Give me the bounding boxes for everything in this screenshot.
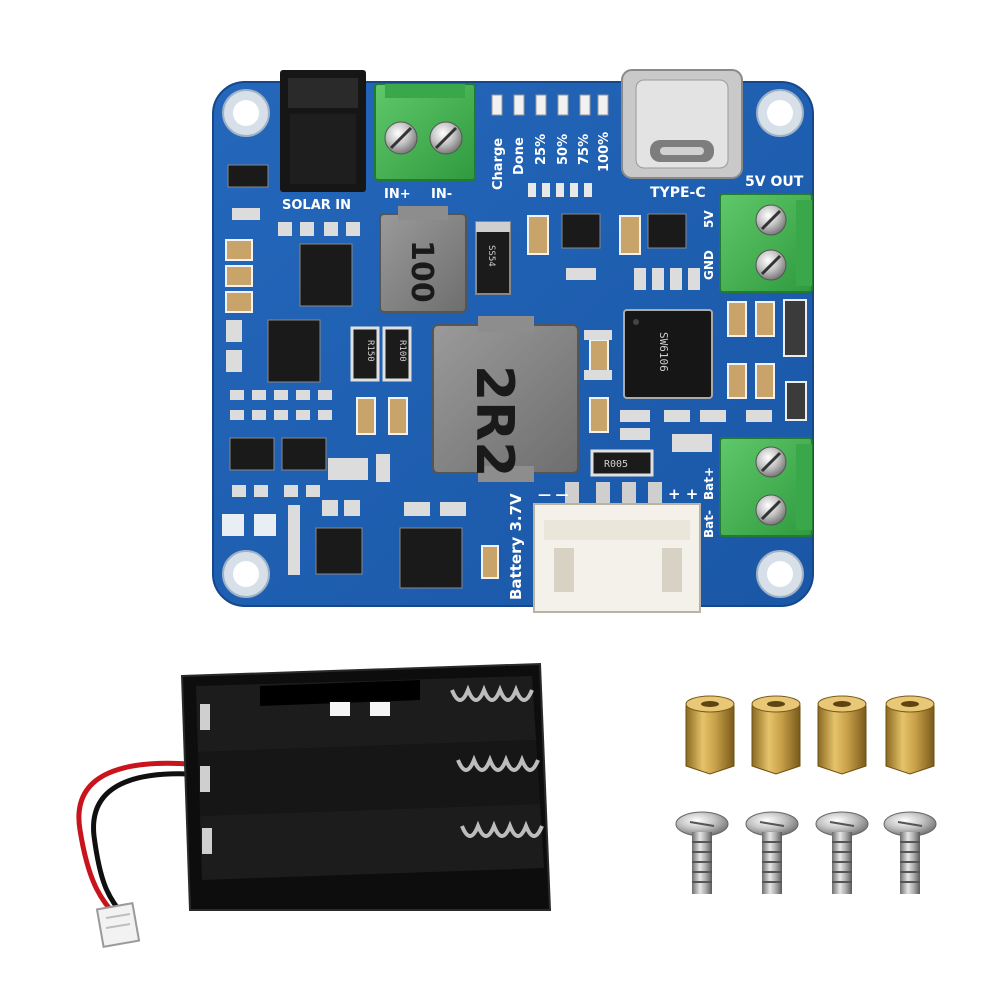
resistor [350, 326, 654, 477]
screw-icon [883, 811, 937, 894]
diode-marking: SS54 [486, 245, 496, 267]
battery-holder [76, 662, 552, 948]
in-plus-label: IN+ [384, 187, 411, 202]
input-terminal-block [374, 83, 476, 181]
battery-label: Battery 3.7V [507, 493, 525, 600]
solar-dc-jack [280, 70, 366, 192]
led-label-25: 25% [534, 134, 549, 165]
screw-icon [745, 811, 799, 894]
main-ic [623, 309, 713, 399]
standoff-icon [817, 695, 867, 775]
ic-chip [227, 164, 687, 589]
type-c-label: TYPE-C [650, 185, 706, 201]
resistor-r150: R150 [365, 340, 375, 362]
mounting-hole-icon [756, 89, 804, 137]
battery-plus-marks: + + [668, 485, 698, 503]
battery-minus-marks: — — [538, 488, 569, 503]
in-minus-label: IN- [431, 187, 452, 202]
screw-icon [675, 811, 729, 894]
red-wire [76, 760, 191, 920]
mounting-hole-icon [222, 89, 270, 137]
battery-terminal-block [719, 437, 813, 537]
black-wire [91, 771, 191, 918]
standoff-icon [885, 695, 935, 775]
5v-out-label: 5V OUT [745, 174, 804, 190]
inductor-small [379, 206, 467, 313]
pcb-board: SOLAR IN IN+ IN- Charge Done 25% 50% 75%… [212, 69, 814, 613]
screw-icon [815, 811, 869, 894]
main-ic-marking: SW6106 [657, 332, 670, 372]
battery-contact [200, 704, 212, 854]
capacitor-dark [783, 299, 807, 421]
diode [475, 221, 511, 295]
led-label-50: 50% [556, 134, 571, 165]
bat-minus-label: Bat- [702, 510, 716, 538]
battery-jst-connector [533, 482, 701, 613]
solar-in-label: SOLAR IN [282, 198, 351, 213]
standoff-icon [685, 695, 735, 775]
led-label-charge: Charge [491, 138, 506, 190]
5v-pin-label: 5V [702, 210, 716, 228]
wire-connector [95, 902, 141, 948]
mounting-hole-icon [756, 550, 804, 598]
smd-components [222, 208, 772, 575]
led-label-75: 75% [577, 134, 592, 165]
inductor-small-marking: 100 [404, 240, 439, 303]
capacitor [225, 215, 775, 579]
inductor-large [432, 316, 579, 482]
gnd-pin-label: GND [702, 250, 716, 280]
resistor-r005: R005 [604, 459, 628, 470]
standoff-icon [751, 695, 801, 775]
mounting-hole-icon [222, 550, 270, 598]
brass-standoffs [685, 695, 935, 775]
output-terminal-block [719, 193, 813, 293]
led-label-100: 100% [597, 132, 612, 172]
led-label-done: Done [512, 137, 527, 175]
screws [675, 811, 937, 894]
spring-icon [450, 684, 544, 838]
resistor-r100: R100 [397, 340, 407, 362]
pad-row [528, 183, 592, 197]
inductor-large-marking: 2R2 [464, 365, 524, 477]
status-leds [491, 94, 609, 116]
bat-plus-label: Bat+ [702, 467, 716, 500]
usb-type-c-port [621, 69, 743, 179]
